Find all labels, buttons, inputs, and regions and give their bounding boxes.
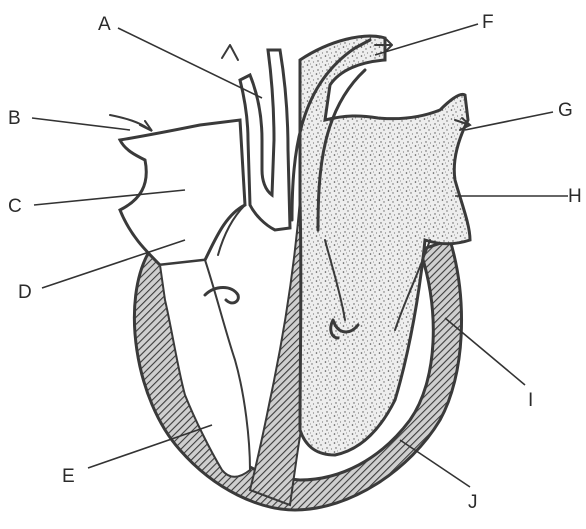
label-c: C (8, 196, 22, 217)
label-b: B (8, 108, 21, 129)
leader-b (32, 118, 130, 130)
label-g: G (558, 100, 573, 121)
label-e: E (62, 466, 75, 487)
label-a: A (98, 14, 111, 35)
label-j: J (468, 492, 478, 513)
label-d: D (18, 282, 32, 303)
leader-f (375, 24, 478, 55)
right-atrium (120, 120, 245, 265)
leader-j (400, 440, 470, 487)
leader-a (118, 28, 262, 98)
label-i: I (528, 390, 533, 411)
label-h: H (568, 186, 582, 207)
label-f: F (482, 12, 494, 33)
arrow-up-left (222, 45, 238, 60)
leader-g (465, 112, 553, 130)
pulmonary-trunk (240, 50, 290, 230)
